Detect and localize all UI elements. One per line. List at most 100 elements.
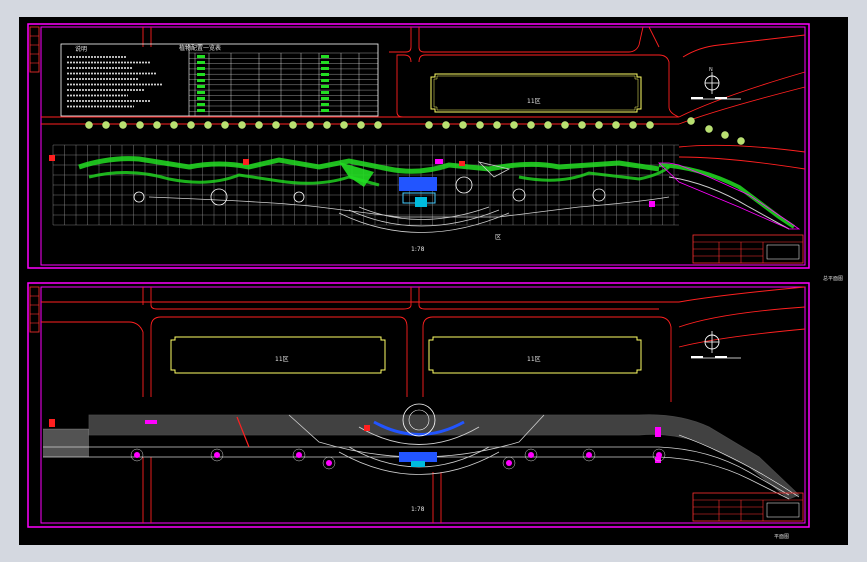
bottom-title-block — [692, 492, 804, 522]
tree-symbol — [646, 121, 654, 129]
tree-symbol — [357, 121, 365, 129]
street-plan-bottom — [43, 403, 800, 500]
bottom-district-label-left: 11区 — [275, 356, 289, 363]
bottom-building-right: 11区 — [428, 336, 642, 374]
tree-symbol — [102, 121, 110, 129]
legend-symbol — [197, 109, 205, 112]
tree-symbol — [595, 121, 603, 129]
planting-node-ring — [582, 448, 596, 462]
tree-symbol — [289, 121, 297, 129]
tree-symbol — [544, 121, 552, 129]
planting-node-ring — [524, 448, 538, 462]
tree-symbol — [629, 121, 637, 129]
bottom-sheet-inner-border — [40, 286, 806, 524]
tree-symbol — [578, 121, 586, 129]
scale-bar-icon — [691, 97, 741, 100]
legend-symbol — [197, 85, 205, 88]
top-sheet: 11区 说明 植物配置一览表 N — [27, 23, 810, 269]
tree-symbol — [737, 137, 745, 145]
tree-symbol — [119, 121, 127, 129]
planting-node-ring — [502, 456, 516, 470]
sheet2-label: 平面图 — [774, 534, 789, 540]
top-title-block — [692, 234, 804, 264]
top-district-label: 11区 — [527, 98, 541, 105]
legend-symbol — [321, 61, 329, 64]
top-scale-caption: 1:78 — [411, 246, 425, 253]
legend-symbol — [321, 67, 329, 70]
legend-symbol — [321, 97, 329, 100]
planting-node — [296, 452, 302, 458]
tree-symbol — [687, 117, 695, 125]
cad-viewport[interactable]: 11区 说明 植物配置一览表 N — [19, 17, 848, 545]
tree-symbol — [476, 121, 484, 129]
scale-bar-icon — [691, 356, 741, 359]
legend-symbol — [197, 55, 205, 58]
planting-node-ring — [292, 448, 306, 462]
planting-node — [214, 452, 220, 458]
tree-symbol — [510, 121, 518, 129]
legend-symbol — [197, 91, 205, 94]
top-sheet-inner-border — [40, 26, 806, 266]
legend-symbol — [197, 103, 205, 106]
bottom-sheet: 11区 11区 — [27, 282, 810, 528]
tree-symbol — [187, 121, 195, 129]
notes-title: 说明 — [75, 45, 87, 53]
tree-symbol — [612, 121, 620, 129]
tree-symbol — [255, 121, 263, 129]
top-roads — [41, 26, 806, 170]
tree-symbol — [374, 121, 382, 129]
legend-symbol — [321, 79, 329, 82]
legend-symbol — [321, 85, 329, 88]
bottom-sheet-border — [27, 282, 810, 528]
tree-symbol — [442, 121, 450, 129]
tree-symbol — [323, 121, 331, 129]
tree-symbol — [459, 121, 467, 129]
planting-node — [134, 452, 140, 458]
planting-node-ring — [322, 456, 336, 470]
svg-text:N: N — [709, 67, 713, 73]
tree-symbol — [153, 121, 161, 129]
tree-symbol — [238, 121, 246, 129]
legend-symbol — [197, 67, 205, 70]
tree-symbol — [561, 121, 569, 129]
planting-node-ring — [130, 448, 144, 462]
tree-symbol — [272, 121, 280, 129]
tree-symbol — [204, 121, 212, 129]
north-arrow-icon — [704, 331, 720, 353]
legend-symbol — [321, 73, 329, 76]
legend-symbol — [197, 79, 205, 82]
tree-symbol — [306, 121, 314, 129]
tree-symbol — [136, 121, 144, 129]
bottom-side-strip — [29, 286, 40, 333]
water-feature — [399, 177, 437, 191]
legend-symbol — [197, 97, 205, 100]
table-title: 植物配置一览表 — [179, 44, 221, 52]
top-district-suffix: 区 — [495, 234, 501, 241]
bottom-building-left: 11区 — [170, 336, 386, 374]
tree-row — [85, 117, 745, 145]
top-building: 11区 — [430, 73, 642, 113]
planting-node-ring — [652, 448, 666, 462]
plant-schedule-table: 说明 植物配置一览表 — [60, 43, 379, 117]
planting-node — [586, 452, 592, 458]
legend-symbol — [197, 61, 205, 64]
bottom-district-label-right: 11区 — [527, 356, 541, 363]
bottom-scale-caption: 1:78 — [411, 506, 425, 513]
planting-node — [506, 460, 512, 466]
legend-symbol — [321, 103, 329, 106]
tree-symbol — [721, 131, 729, 139]
landscape-plan-top — [49, 155, 801, 233]
top-side-strip — [29, 26, 40, 73]
tree-symbol — [340, 121, 348, 129]
planting-node — [326, 460, 332, 466]
tree-symbol — [425, 121, 433, 129]
drawing-canvas: 11区 说明 植物配置一览表 N — [27, 23, 843, 540]
planting-node-ring — [210, 448, 224, 462]
table-grid — [189, 52, 378, 116]
notes-text-block — [67, 56, 162, 108]
planting-node — [656, 452, 662, 458]
tree-symbol — [170, 121, 178, 129]
legend-symbol — [321, 55, 329, 58]
legend-symbol — [321, 109, 329, 112]
top-sheet-border — [27, 23, 810, 269]
